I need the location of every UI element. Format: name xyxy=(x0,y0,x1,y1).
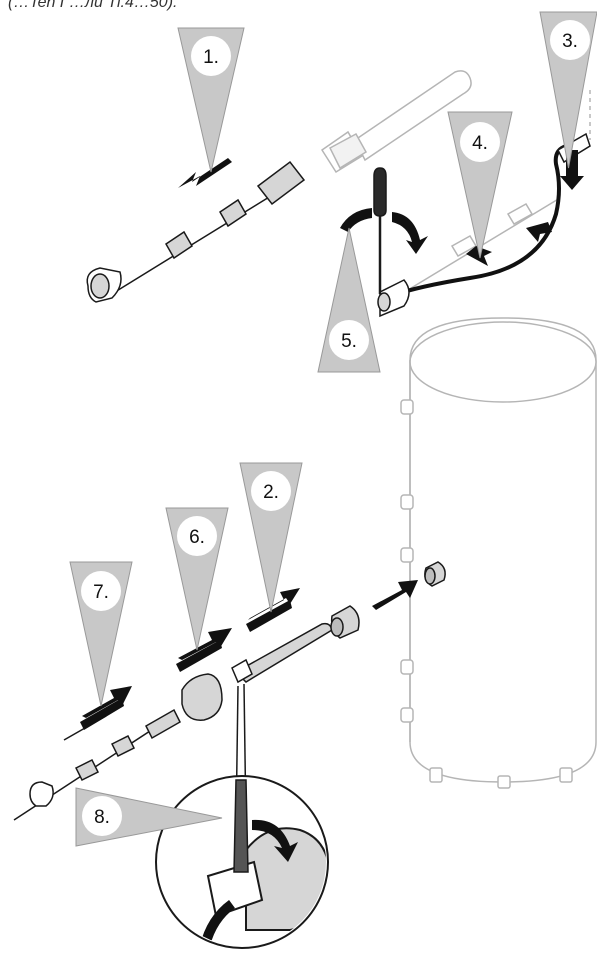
sensor-cable-routed xyxy=(389,144,567,298)
step-marker-badge xyxy=(329,320,369,360)
step-marker-badge xyxy=(460,122,500,162)
step-3-arrow xyxy=(560,150,584,190)
step-label: 1. xyxy=(203,47,219,68)
tank-top xyxy=(409,321,597,403)
step-marker-8: 8. xyxy=(75,787,223,847)
storage-tank xyxy=(400,317,597,789)
tank-foot-right xyxy=(559,767,573,783)
detail-rotate-arrow xyxy=(252,819,298,862)
step-marker-2: 2. xyxy=(239,462,303,613)
sensor-clip xyxy=(110,734,136,758)
tank-foot-center xyxy=(497,775,511,789)
step-label: 3. xyxy=(562,31,578,52)
sensor-parts-bottom xyxy=(29,708,181,807)
step-marker-badge xyxy=(550,20,590,60)
sensor-cap xyxy=(29,781,54,807)
step-marker-6: 6. xyxy=(165,507,229,651)
sensor-clip xyxy=(74,758,100,782)
tank-body xyxy=(409,317,597,783)
step-7-arrow xyxy=(80,686,132,730)
step-label: 7. xyxy=(93,582,109,603)
screw-terminal xyxy=(377,279,410,318)
step-marker-badge xyxy=(191,36,231,76)
step-label: 2. xyxy=(263,482,279,503)
screwdriver-handle xyxy=(373,167,387,217)
tank-port xyxy=(400,494,414,510)
step-1-arrow xyxy=(178,158,232,188)
tank-port xyxy=(400,707,414,723)
step-2-insert-arrow xyxy=(372,580,418,610)
tank-fitting xyxy=(424,561,446,587)
insulation-sleeve xyxy=(181,673,223,721)
tank-port xyxy=(400,399,414,415)
step-label: 6. xyxy=(189,527,205,548)
header-text: (…Ten Γ…ли Ti.4…50). xyxy=(8,0,178,11)
step-marker-1: 1. xyxy=(177,27,245,173)
step-label: 8. xyxy=(94,807,110,828)
step-marker-badge xyxy=(177,516,217,556)
step-marker-7: 7. xyxy=(69,561,133,707)
tank-port xyxy=(400,547,414,563)
step-label: 4. xyxy=(472,133,488,154)
sensor-clip xyxy=(165,230,193,260)
step-marker-badge xyxy=(251,471,291,511)
step-2-arrow xyxy=(246,588,300,632)
sensor-clip xyxy=(219,198,247,228)
step-marker-4: 4. xyxy=(447,111,513,259)
screwdriver xyxy=(373,167,387,294)
tank-port xyxy=(400,659,414,675)
detail-screwdriver-blade xyxy=(233,779,249,873)
step-markers: 1. 2. 3. 4. 5. 6. 7. 8. xyxy=(69,11,597,847)
cable-push-arrow xyxy=(526,222,552,242)
sensor-parts-top xyxy=(86,160,306,303)
rotate-arrow-right xyxy=(392,212,428,254)
step-marker-3: 3. xyxy=(539,11,597,169)
step-marker-5: 5. xyxy=(317,227,381,373)
sensor-well-head xyxy=(231,658,253,684)
sensor-sleeve xyxy=(145,708,181,740)
compression-nut xyxy=(330,605,360,639)
step-6-arrow xyxy=(176,628,232,672)
sensor-sleeve xyxy=(256,160,306,206)
step-marker-badge xyxy=(81,571,121,611)
step-label: 5. xyxy=(341,331,357,352)
tank-foot-left xyxy=(429,767,443,783)
connector xyxy=(506,202,534,226)
sensor-probe-top xyxy=(320,70,472,174)
rotate-arrow-left xyxy=(340,208,372,232)
step-marker-badge xyxy=(82,796,122,836)
sensor-well xyxy=(231,622,333,684)
step-4-arrow xyxy=(466,246,492,266)
